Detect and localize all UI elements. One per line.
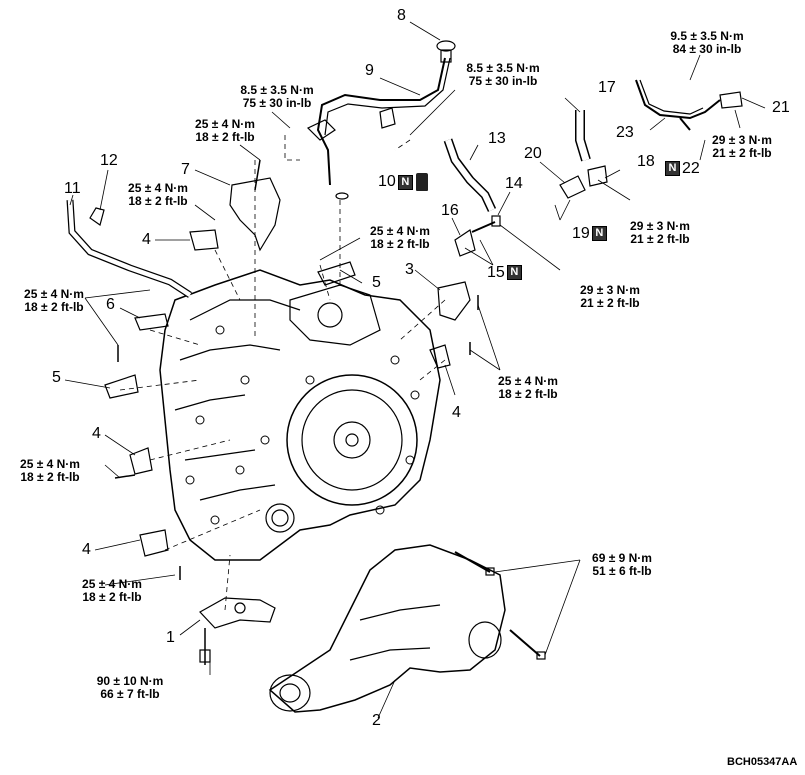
bracket-3 <box>437 281 471 321</box>
bracket-1 <box>199 597 276 629</box>
callout-21: 21 <box>772 99 790 116</box>
callout-8: 8 <box>397 7 406 24</box>
callout-10-number: 10 <box>378 173 396 191</box>
callout-17: 17 <box>598 79 616 96</box>
dipstick-tube <box>316 57 446 186</box>
callout-4-right: 4 <box>452 404 461 421</box>
callout-18: 18 <box>637 153 655 170</box>
callout-2: 2 <box>372 712 381 729</box>
callout-6: 6 <box>106 296 115 313</box>
callout-14: 14 <box>505 175 523 192</box>
callout-4-top: 4 <box>142 231 151 248</box>
callout-5-right: 5 <box>372 274 381 291</box>
n-mark-icon: N <box>397 174 413 190</box>
callout-9: 9 <box>365 62 374 79</box>
callout-11: 11 <box>64 180 81 197</box>
transfer-case <box>268 544 506 713</box>
fluid-bottle-icon <box>415 173 428 191</box>
n-mark-icon: N <box>591 226 607 242</box>
callout-12: 12 <box>100 152 118 169</box>
bracket-7 <box>229 177 281 252</box>
callout-20: 20 <box>524 145 542 162</box>
torque-converter <box>286 374 418 506</box>
callout-13: 13 <box>488 130 506 147</box>
callout-23: 23 <box>616 124 634 141</box>
callout-4-bottom: 4 <box>82 541 91 558</box>
n-mark-icon: N <box>665 161 680 177</box>
pipe-23 <box>635 79 721 120</box>
figure-code: BCH05347AA <box>727 756 798 768</box>
callout-19-number: 19 <box>572 225 590 242</box>
callout-22-number: 22 <box>682 160 700 177</box>
n-mark-icon: N <box>506 265 522 281</box>
callout-7: 7 <box>181 161 190 178</box>
callout-16: 16 <box>441 202 459 219</box>
callout-5-left: 5 <box>52 369 61 386</box>
callout-1: 1 <box>166 629 175 646</box>
callout-3: 3 <box>405 261 414 278</box>
transaxle-case <box>159 269 441 561</box>
callout-15-number: 15 <box>487 264 505 281</box>
callout-4-left: 4 <box>92 425 101 442</box>
